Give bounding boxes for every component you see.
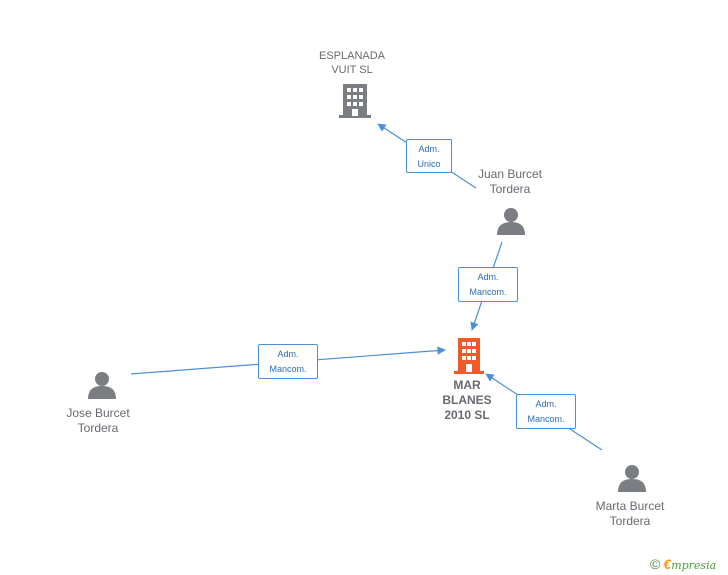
edge-role-line1: Adm. <box>418 144 440 154</box>
node-juan-label: Juan Burcet Tordera <box>477 167 543 196</box>
brand-logo-text: mpresia <box>671 559 717 572</box>
edge-label-marta-mar-blanes[interactable]: Adm. Mancom. <box>516 394 576 429</box>
edge-role-line1: Adm. <box>477 272 499 282</box>
node-mar-blanes-label: MAR BLANES 2010 SL <box>442 378 492 422</box>
building-icon[interactable] <box>339 84 371 118</box>
edge-label-jose-mar-blanes[interactable]: Adm. Mancom. <box>258 344 318 379</box>
edge-label-juan-esplanada[interactable]: Adm. Unico <box>406 139 452 173</box>
node-marta-label: Marta Burcet Tordera <box>595 499 665 528</box>
brand-logo-initial: € <box>663 556 672 572</box>
person-icon[interactable] <box>497 207 525 235</box>
copyright-icon: © <box>650 556 661 572</box>
edge-role-line2: Mancom. <box>527 414 565 424</box>
edge-role-line2: Mancom. <box>469 287 507 297</box>
person-icon[interactable] <box>88 371 116 399</box>
edge-role-line1: Adm. <box>535 399 557 409</box>
edge-role-line2: Mancom. <box>269 364 307 374</box>
node-esplanada-label: ESPLANADA VUIT SL <box>318 50 386 76</box>
edge-role-line2: Unico <box>417 159 441 169</box>
edge-role-line1: Adm. <box>277 349 299 359</box>
person-icon[interactable] <box>618 464 646 492</box>
copyright-brand: © €mpresia <box>650 555 716 573</box>
building-icon[interactable] <box>454 338 484 374</box>
node-jose-label: Jose Burcet Tordera <box>66 406 130 435</box>
edge-label-juan-mar-blanes[interactable]: Adm. Mancom. <box>458 267 518 302</box>
